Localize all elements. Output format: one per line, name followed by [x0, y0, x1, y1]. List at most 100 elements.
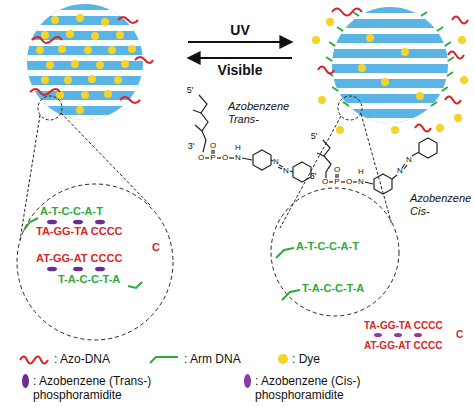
azobenzene-swatch: [244, 374, 251, 388]
arm-dna: [326, 57, 332, 61]
atom-label: O: [210, 141, 216, 150]
dye-dot: [41, 76, 49, 84]
azo-dna-sample: [18, 352, 50, 366]
dye-dot: [58, 45, 66, 53]
pore-stripe: [23, 85, 147, 91]
dye-dot: [88, 75, 96, 83]
pore-stripe: [328, 28, 452, 34]
atom-label: 3': [310, 171, 317, 181]
dye-dot: [121, 60, 129, 68]
arm-dna: [421, 12, 427, 16]
arrow-label: Visible: [218, 62, 263, 78]
atom-label: 5': [187, 85, 194, 95]
dye-dot: [36, 46, 44, 54]
dna-sequence: C: [152, 241, 160, 254]
dna-sequence: AT-GG-AT CCCC: [36, 252, 122, 265]
pore-stripe: [328, 103, 452, 109]
atom-label: O: [346, 177, 352, 186]
dye-dot: [318, 96, 326, 104]
legend-text: : Azobenzene (Trans-) phosphoramidite: [33, 374, 178, 402]
pore-stripe: [23, 10, 147, 16]
atom-label: O: [198, 153, 204, 162]
dye-dot: [56, 91, 64, 99]
atom-label: O: [334, 165, 340, 174]
atom-label: P: [334, 177, 339, 186]
dye-dot: [41, 31, 49, 39]
dna-sequence: TA-GG-TA CCCC: [364, 320, 443, 332]
dna-sequence: C: [456, 329, 463, 341]
atom-label: P: [210, 153, 215, 162]
dye-dot: [336, 126, 344, 134]
dye-dot: [436, 124, 444, 132]
pore-stripe: [328, 58, 452, 64]
dye-dot: [51, 16, 59, 24]
atom-label: H: [358, 167, 364, 176]
dna-sequence: A-T-C-C-A-T: [40, 205, 103, 218]
dye-dot: [108, 46, 116, 54]
atom-label: N: [406, 155, 412, 164]
dye-dot: [114, 76, 122, 84]
pore-stripe: [328, 118, 452, 124]
dye-dot: [84, 46, 92, 54]
dna-sequence: T-A-C-C-T-A: [58, 273, 120, 286]
dye-dot: [46, 61, 54, 69]
pore-stripe: [23, 100, 147, 106]
dye-dot: [101, 18, 109, 26]
arm-dna: [448, 57, 454, 61]
dye-dot: [366, 34, 374, 42]
arm-dna: [437, 27, 443, 31]
arm-dna: [332, 87, 338, 91]
dye-dot: [458, 36, 466, 44]
dye-dot: [312, 36, 320, 44]
legend-item: : Dye: [278, 352, 320, 366]
atom-label: O: [322, 177, 328, 186]
dye-dot: [71, 60, 79, 68]
arrow-label: UV: [230, 22, 249, 38]
dye-dot: [460, 76, 468, 84]
dye-dot: [326, 18, 334, 26]
dna-sequence: T-A-C-C-T-A: [302, 282, 364, 295]
arm-dna: [445, 42, 451, 46]
pore-stripe: [328, 73, 452, 79]
dye-dot: [116, 31, 124, 39]
atom-label: N: [283, 166, 289, 175]
pore-stripe: [23, 115, 147, 121]
dye-swatch: [278, 354, 288, 364]
pore-stripe: [23, 25, 147, 31]
atom-label: 5': [311, 131, 318, 141]
dye-dot: [381, 78, 389, 86]
dye-dot: [66, 30, 74, 38]
azobenzene-swatch: [22, 374, 29, 388]
dye-dot: [104, 90, 112, 98]
molecule-label: Azobenzene Trans-: [228, 100, 300, 125]
dye-dot: [128, 45, 136, 53]
dna-sequence: A-T-C-C-A-T: [296, 240, 359, 253]
dye-dot: [391, 126, 399, 134]
legend-item: : Azobenzene (Trans-) phosphoramidite: [22, 374, 178, 402]
arm-dna: [337, 27, 343, 31]
legend-item: : Azo-DNA: [18, 352, 110, 366]
molecule-label: Azobenzene Cis-: [410, 192, 470, 217]
pore-stripe: [23, 70, 147, 76]
legend-text: : Dye: [292, 352, 320, 366]
atom-label: N: [397, 166, 403, 175]
arm-dna-sample: [148, 352, 180, 366]
pore-stripe: [23, 55, 147, 61]
arm-dna: [353, 12, 359, 16]
legend-text: : Azobenzene (Cis-) phosphoramidite: [255, 374, 400, 402]
dye-dot: [64, 76, 72, 84]
legend-text: : Arm DNA: [184, 352, 241, 366]
dye-dot: [91, 32, 99, 40]
atom-label: O: [222, 153, 228, 162]
atom-label: H: [235, 143, 241, 152]
legend-item: : Arm DNA: [148, 352, 241, 366]
dye-dot: [96, 61, 104, 69]
legend-text: : Azo-DNA: [54, 352, 110, 366]
arm-dna: [431, 102, 437, 106]
dye-dot: [401, 48, 409, 56]
atom-label: 3': [188, 141, 195, 151]
dye-dot: [81, 91, 89, 99]
atom-label: N: [358, 177, 364, 186]
arm-dna: [442, 87, 448, 91]
